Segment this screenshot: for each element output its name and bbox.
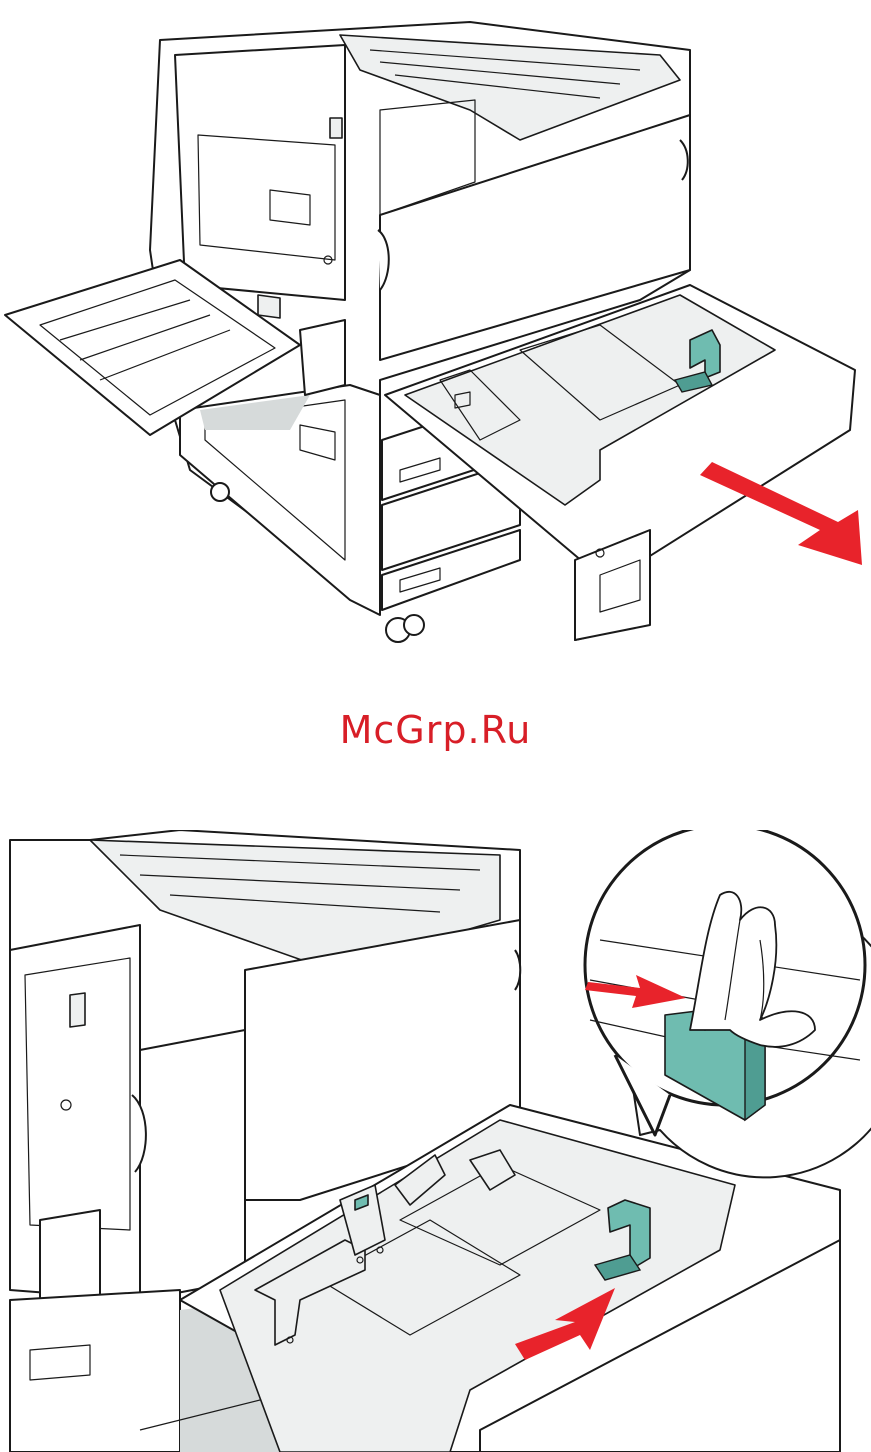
watermark-logo: McGrp.Ru <box>0 700 871 760</box>
pull-arrow-icon <box>700 462 862 565</box>
lower-drawer <box>10 1290 180 1452</box>
side-door <box>175 45 345 300</box>
printer-drawing-bottom <box>0 830 871 1452</box>
caster-left <box>211 483 229 501</box>
printer-drawing-top <box>0 0 871 660</box>
printer-tray-guide-adjust-illustration <box>0 830 871 1452</box>
feeder-guide <box>258 295 280 318</box>
printer-tray-pull-out-illustration <box>0 0 871 660</box>
front-upper-block <box>140 1030 245 1300</box>
